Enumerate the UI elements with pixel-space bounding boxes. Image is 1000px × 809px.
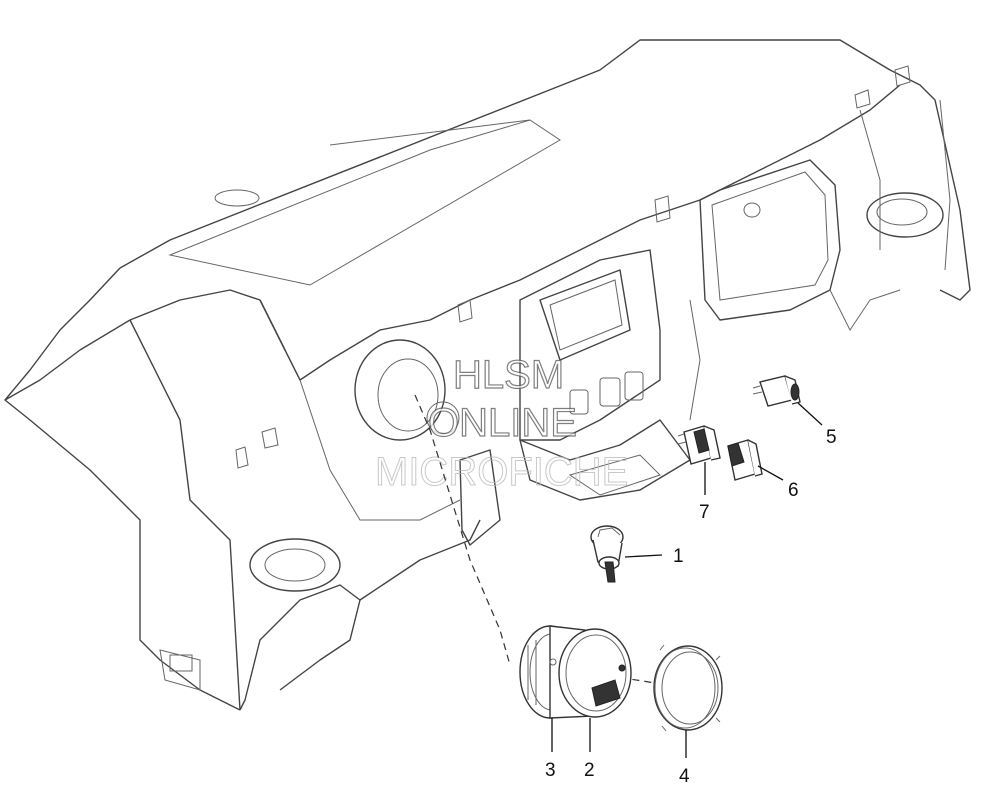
callout-1: 1	[673, 546, 684, 567]
watermark-line2: ONLINE	[428, 401, 577, 445]
watermark-line3: MICROFICHE	[375, 450, 628, 494]
callout-3: 3	[545, 760, 556, 781]
part-7-rocker-switch	[677, 425, 721, 465]
part-2-3-gauge	[519, 625, 632, 719]
watermark: HLSM ONLINE MICROFICHE	[375, 352, 629, 494]
assembly-line-gauge	[414, 394, 511, 666]
callout-4: 4	[679, 766, 690, 787]
watermark-line1: HLSM	[453, 353, 564, 397]
leader-lines	[551, 402, 823, 758]
callout-7: 7	[699, 502, 710, 523]
leader-1	[624, 554, 663, 558]
part-6-rocker-switch	[727, 439, 763, 481]
part-1-ignition-switch	[590, 525, 624, 583]
leader-6	[757, 465, 784, 481]
callout-6: 6	[788, 480, 799, 501]
part-5-switch	[752, 375, 801, 407]
callout-2: 2	[584, 760, 595, 781]
part-4-bezel-ring	[653, 644, 723, 732]
callout-labels: 1 2 3 4 5 6 7	[545, 427, 837, 787]
callout-5: 5	[826, 427, 837, 448]
leader-5	[797, 402, 823, 426]
